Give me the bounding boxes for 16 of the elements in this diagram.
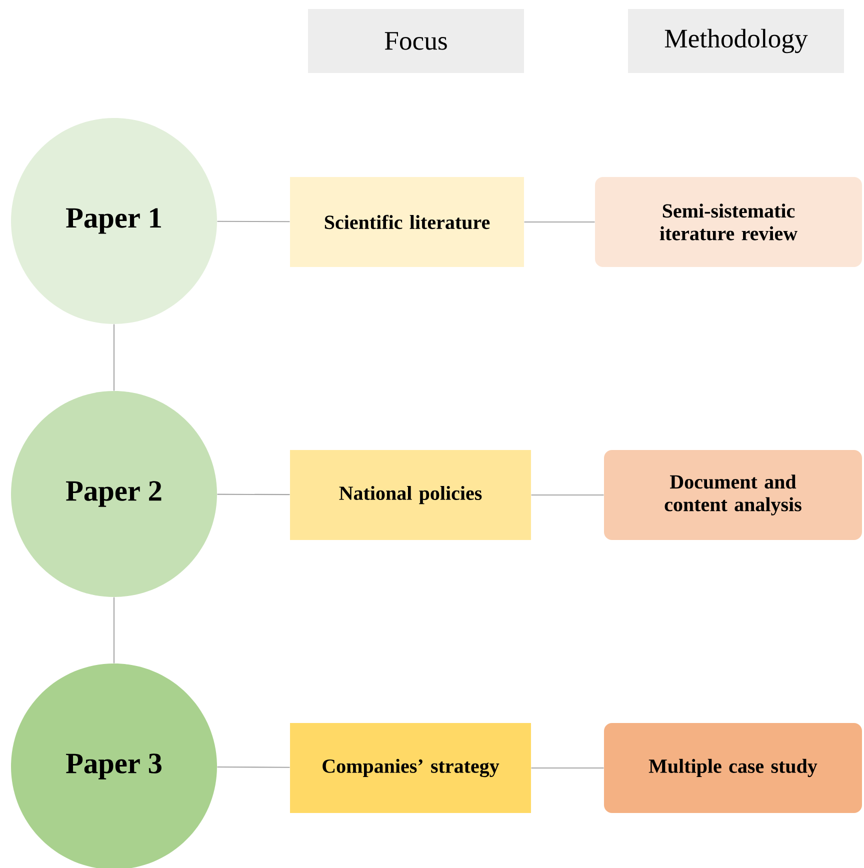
connector-line xyxy=(531,767,604,769)
column-header: Focus xyxy=(308,9,524,73)
connector-line xyxy=(531,494,604,496)
methodology-box: Multiple case study xyxy=(604,723,862,813)
connector-line xyxy=(217,220,290,222)
focus-box: National policies xyxy=(290,450,531,540)
connector-line xyxy=(217,494,290,496)
focus-box: Scientific literature xyxy=(290,177,524,267)
methodology-box: Semi-sistematic iterature review xyxy=(595,177,862,267)
connector-line xyxy=(113,324,115,391)
methodology-box: Document and content analysis xyxy=(604,450,862,540)
focus-box: Companies’ strategy xyxy=(290,723,531,813)
column-header: Methodology xyxy=(628,9,844,73)
connector-line xyxy=(217,766,290,768)
connector-line xyxy=(113,597,115,664)
connector-line xyxy=(524,221,595,223)
